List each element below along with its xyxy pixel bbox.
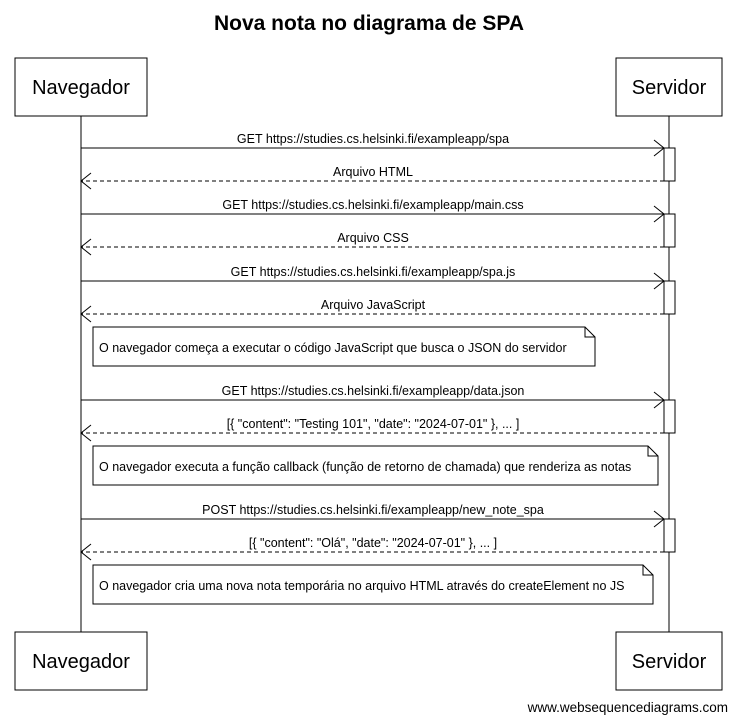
actor-browser-top: Navegador bbox=[14, 57, 148, 117]
actor-server-top: Servidor bbox=[615, 57, 723, 117]
actor-box bbox=[14, 57, 148, 117]
arrowhead bbox=[653, 205, 665, 223]
arrowhead bbox=[653, 510, 665, 528]
message-label: POST https://studies.cs.helsinki.fi/exam… bbox=[202, 503, 544, 517]
activation-bar bbox=[663, 518, 676, 553]
message-post-new-note: POST https://studies.cs.helsinki.fi/exam… bbox=[81, 503, 665, 528]
arrowhead bbox=[80, 305, 92, 323]
note-js-execution: O navegador começa a executar o código J… bbox=[92, 326, 596, 367]
note-fold bbox=[642, 565, 653, 576]
activation-bar bbox=[663, 213, 676, 248]
message-get-spa-js: GET https://studies.cs.helsinki.fi/examp… bbox=[81, 265, 665, 290]
actor-server-bottom: Servidor bbox=[615, 631, 723, 691]
note-text: O navegador executa a função callback (f… bbox=[99, 460, 631, 474]
arrowhead bbox=[80, 543, 92, 561]
arrowhead bbox=[80, 238, 92, 256]
message-js-file: Arquivo JavaScript bbox=[80, 298, 664, 323]
diagram-title: Nova nota no diagrama de SPA bbox=[214, 12, 524, 35]
note-box bbox=[92, 445, 659, 486]
arrowhead bbox=[653, 272, 665, 290]
message-json-response: [{ "content": "Testing 101", "date": "20… bbox=[80, 417, 664, 442]
actor-label: Servidor bbox=[632, 651, 707, 673]
message-post-response: [{ "content": "Olá", "date": "2024-07-01… bbox=[80, 536, 664, 561]
arrowhead bbox=[80, 424, 92, 442]
activation-bar bbox=[663, 399, 676, 434]
note-box bbox=[92, 326, 596, 367]
message-get-spa: GET https://studies.cs.helsinki.fi/examp… bbox=[81, 132, 665, 157]
note-create-element: O navegador cria uma nova nota temporári… bbox=[92, 564, 654, 605]
note-callback-render: O navegador executa a função callback (f… bbox=[92, 445, 659, 486]
message-label: Arquivo JavaScript bbox=[321, 298, 426, 312]
activation-bar bbox=[663, 147, 676, 182]
note-fold bbox=[584, 327, 595, 338]
message-label: [{ "content": "Olá", "date": "2024-07-01… bbox=[249, 536, 497, 550]
message-label: GET https://studies.cs.helsinki.fi/examp… bbox=[237, 132, 509, 146]
actor-label: Servidor bbox=[632, 77, 707, 99]
arrowhead bbox=[653, 139, 665, 157]
actor-label: Navegador bbox=[32, 77, 130, 99]
actor-browser-bottom: Navegador bbox=[14, 631, 148, 691]
note-text: O navegador cria uma nova nota temporári… bbox=[99, 579, 625, 593]
message-html-file: Arquivo HTML bbox=[80, 165, 664, 190]
actor-box bbox=[14, 631, 148, 691]
message-css-file: Arquivo CSS bbox=[80, 231, 664, 256]
message-label: GET https://studies.cs.helsinki.fi/examp… bbox=[231, 265, 516, 279]
message-label: Arquivo CSS bbox=[337, 231, 409, 245]
message-label: GET https://studies.cs.helsinki.fi/examp… bbox=[222, 384, 525, 398]
note-text: O navegador começa a executar o código J… bbox=[99, 341, 567, 355]
note-fold bbox=[647, 446, 658, 457]
arrowhead bbox=[80, 172, 92, 190]
actor-box bbox=[615, 631, 723, 691]
actor-label: Navegador bbox=[32, 651, 130, 673]
message-label: GET https://studies.cs.helsinki.fi/examp… bbox=[222, 198, 523, 212]
message-get-main-css: GET https://studies.cs.helsinki.fi/examp… bbox=[81, 198, 665, 223]
message-label: Arquivo HTML bbox=[333, 165, 413, 179]
activation-bar bbox=[663, 280, 676, 315]
actor-box bbox=[615, 57, 723, 117]
message-get-data-json: GET https://studies.cs.helsinki.fi/examp… bbox=[81, 384, 665, 409]
credit-text: www.websequencediagrams.com bbox=[527, 700, 728, 715]
note-box bbox=[92, 564, 654, 605]
message-label: [{ "content": "Testing 101", "date": "20… bbox=[227, 417, 520, 431]
arrowhead bbox=[653, 391, 665, 409]
